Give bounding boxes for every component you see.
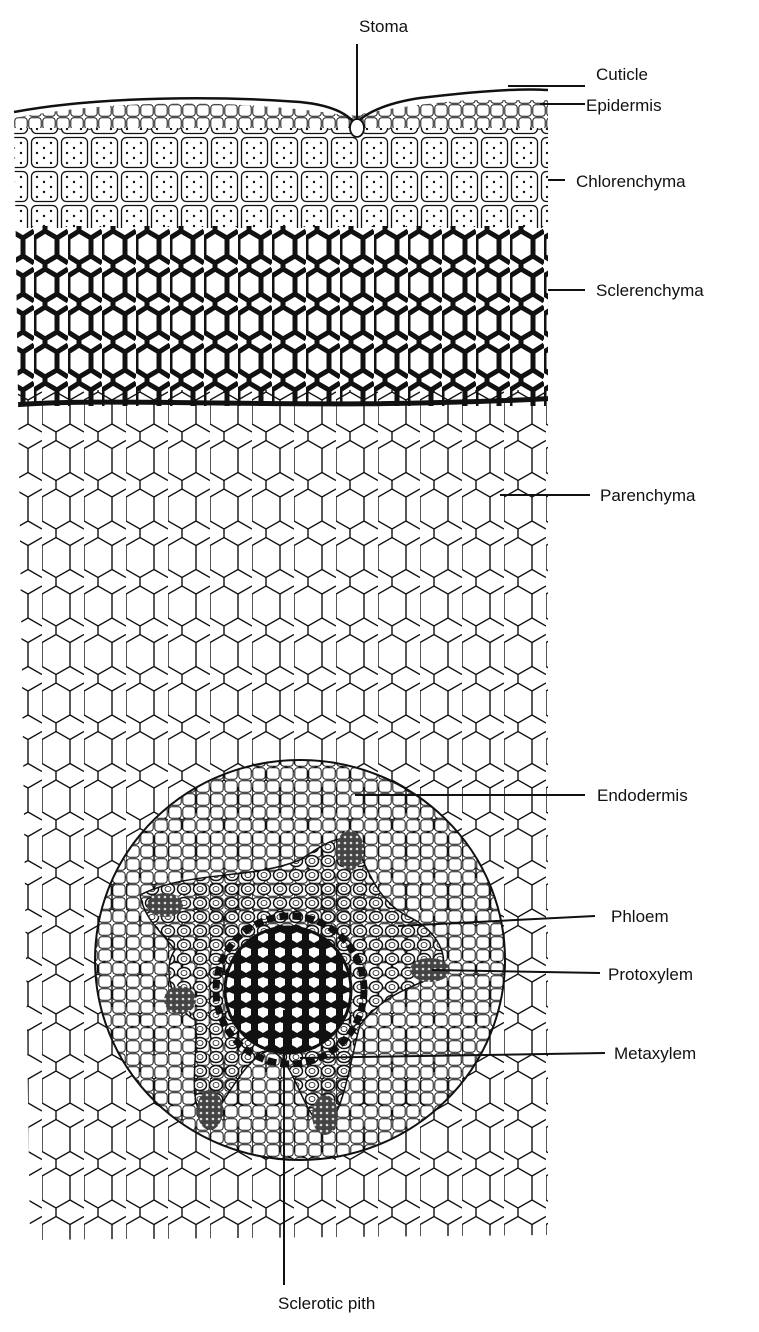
phloem-label: Phloem — [611, 907, 669, 926]
sclerenchyma-tissue — [0, 226, 560, 406]
protoxylem-label: Protoxylem — [608, 965, 693, 984]
sclerenchyma-label: Sclerenchyma — [596, 281, 704, 300]
epidermis-layer — [0, 100, 560, 130]
sclerotic-pith-tissue — [225, 927, 351, 1053]
epidermis-label: Epidermis — [586, 96, 662, 115]
chlorenchyma-tissue — [0, 128, 560, 228]
stoma-opening — [350, 119, 364, 137]
protoxylem-arm — [164, 986, 196, 1014]
protoxylem-arm — [312, 1095, 338, 1135]
endodermis-label: Endodermis — [597, 786, 688, 805]
sclerotic-pith-label: Sclerotic pith — [278, 1294, 375, 1313]
metaxylem-label: Metaxylem — [614, 1044, 696, 1063]
stoma-label: Stoma — [359, 17, 409, 36]
parenchyma-label: Parenchyma — [600, 486, 696, 505]
protoxylem-arm — [336, 830, 364, 870]
cuticle-label: Cuticle — [596, 65, 648, 84]
protoxylem-arm — [147, 893, 183, 917]
protoxylem-arm — [197, 1090, 223, 1130]
chlorenchyma-label: Chlorenchyma — [576, 172, 686, 191]
vascular-bundle — [95, 760, 505, 1160]
tissue-drawing — [0, 100, 560, 1250]
